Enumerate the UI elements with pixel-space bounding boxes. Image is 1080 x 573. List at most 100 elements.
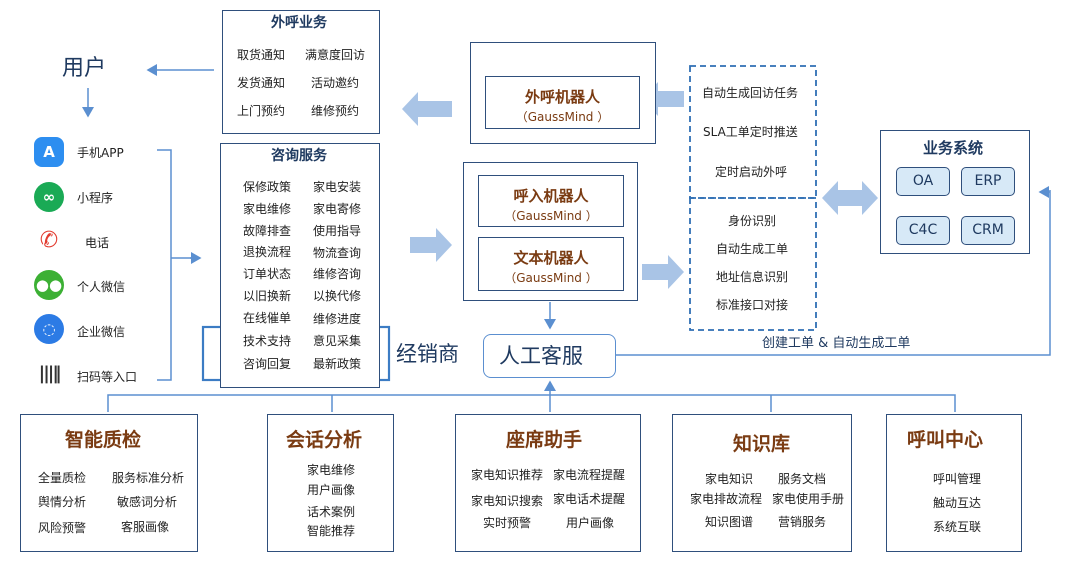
text-robot-name: 文本机器人 [513, 249, 589, 267]
text-robot: 文本机器人 （GaussMind ） [478, 237, 624, 291]
arrow-outbound-robot-to-outbound [402, 92, 452, 126]
business-system-box: 业务系统 OA ERP C4C CRM [880, 130, 1030, 254]
arrow-automation-business-bidirectional [822, 181, 878, 215]
consult-item: 最新政策 [313, 357, 362, 371]
inbound-robot-name: 呼入机器人 [513, 187, 589, 205]
consult-item: 维修进度 [313, 312, 362, 326]
module-item: 系统互联 [933, 520, 982, 534]
module-item: 家电流程提醒 [553, 468, 626, 482]
outbound-item: 活动邀约 [311, 76, 360, 90]
user-label: 用户 [62, 56, 107, 81]
consult-item: 在线催单 [243, 311, 292, 325]
consult-item: 技术支持 [243, 334, 292, 348]
module-item: 呼叫管理 [933, 472, 982, 486]
module-item: 家电使用手册 [772, 492, 845, 506]
outbound-item: 取货通知 [237, 48, 286, 62]
outbound-robot-container: 外呼机器人 （GaussMind ） [470, 42, 656, 144]
module-item: 实时预警 [483, 516, 532, 530]
module-item: 营销服务 [778, 515, 827, 529]
consult-item: 意见采集 [313, 334, 362, 348]
outbound-title: 外呼业务 [271, 15, 327, 31]
business-system-c4c: C4C [896, 216, 950, 245]
consult-item: 家电安装 [313, 180, 362, 194]
module-item: 用户画像 [307, 483, 356, 497]
consult-item: 物流查询 [313, 246, 362, 260]
business-system-oa: OA [896, 167, 950, 196]
module-item: 家电话术提醒 [553, 492, 626, 506]
consult-item: 退换流程 [243, 245, 292, 259]
automation-item: 定时启动外呼 [715, 165, 788, 179]
business-system-title: 业务系统 [923, 139, 984, 157]
module-item: 舆情分析 [38, 495, 87, 509]
mini-program-icon: ∞ [34, 182, 64, 212]
module-title: 知识库 [733, 433, 791, 455]
consult-service-box: 咨询服务 保修政策 家电安装 家电维修 家电寄修 故障排查 使用指导 退换流程 … [220, 143, 380, 388]
module-item: 全量质检 [38, 471, 87, 485]
outbound-item: 上门预约 [237, 104, 286, 118]
arrow-consult-to-robots [410, 228, 452, 262]
outbound-item: 满意度回访 [305, 48, 366, 62]
module-item: 家电知识 [705, 472, 754, 486]
inbound-robot: 呼入机器人 （GaussMind ） [478, 175, 624, 227]
module-title: 智能质检 [65, 429, 142, 451]
outbound-item: 维修预约 [311, 104, 360, 118]
consult-item: 保修政策 [243, 180, 292, 194]
channel-label: 扫码等入口 [77, 370, 138, 384]
inbound-robot-engine: （GaussMind ） [504, 209, 598, 223]
text-robot-engine: （GaussMind ） [504, 271, 598, 285]
channel-label: 企业微信 [77, 325, 126, 339]
wecom-icon: ◌ [34, 314, 64, 344]
channel-list: A 手机APP ∞ 小程序 ✆ 电话 ●● 个人微信 ◌ 企业微信 |||‖ 扫… [30, 135, 170, 395]
channel-label: 小程序 [77, 191, 114, 205]
module-item: 服务文档 [778, 472, 827, 486]
consult-item: 家电维修 [243, 202, 292, 216]
consult-item: 家电寄修 [313, 202, 362, 216]
module-title: 座席助手 [506, 429, 583, 451]
channel-label: 手机APP [77, 146, 124, 160]
module-item: 家电维修 [307, 463, 356, 477]
module-item: 话术案例 [307, 505, 356, 519]
module-item: 服务标准分析 [112, 471, 185, 485]
arrow-robots-to-automation [642, 255, 684, 289]
modules-bus [107, 394, 956, 412]
automation-item: 自动生成工单 [716, 242, 789, 256]
human-service-box: 人工客服 [483, 334, 616, 378]
outbound-business-box: 外呼业务 取货通知 满意度回访 发货通知 活动邀约 上门预约 维修预约 [222, 10, 380, 134]
dealer-label: 经销商 [396, 342, 459, 366]
module-item: 客服画像 [121, 520, 170, 534]
ticket-note: 创建工单 & 自动生成工单 [762, 336, 911, 351]
consult-item: 使用指导 [313, 224, 362, 238]
wechat-icon: ●● [34, 270, 64, 300]
automation-item: 标准接口对接 [716, 298, 789, 312]
outbound-robot-engine: （GaussMind ） [515, 110, 610, 124]
module-call-center: 呼叫中心 呼叫管理 触动互达 系统互联 [886, 414, 1022, 552]
consult-item: 咨询回复 [243, 357, 292, 371]
module-item: 家电知识搜索 [471, 494, 544, 508]
module-item: 用户画像 [566, 516, 615, 530]
module-item: 触动互达 [933, 496, 982, 510]
automation-item: SLA工单定时推送 [703, 125, 798, 139]
business-system-crm: CRM [961, 216, 1015, 245]
inbound-robots-container: 呼入机器人 （GaussMind ） 文本机器人 （GaussMind ） [463, 162, 638, 301]
consult-item: 故障排查 [243, 224, 292, 238]
module-item: 风险预警 [38, 521, 87, 535]
module-item: 智能推荐 [307, 524, 356, 538]
app-store-icon: A [34, 137, 64, 167]
human-service-label: 人工客服 [499, 344, 583, 368]
consult-item: 维修咨询 [313, 267, 362, 281]
channel-label: 电话 [85, 236, 110, 250]
channel-label: 个人微信 [77, 280, 126, 294]
barcode-scan-icon: |||‖ [34, 359, 64, 389]
business-system-erp: ERP [961, 167, 1015, 196]
consult-item: 以换代修 [313, 289, 362, 303]
automation-item: 地址信息识别 [716, 270, 789, 284]
module-quality-inspection: 智能质检 全量质检 服务标准分析 舆情分析 敏感词分析 风险预警 客服画像 [20, 414, 198, 552]
consult-item: 以旧换新 [243, 289, 292, 303]
consult-item: 订单状态 [243, 267, 292, 281]
automation-item: 身份识别 [728, 214, 777, 228]
outbound-robot: 外呼机器人 （GaussMind ） [485, 76, 640, 129]
module-item: 家电知识推荐 [471, 468, 544, 482]
phone-icon: ✆ [34, 226, 64, 256]
module-knowledge-base: 知识库 家电知识 服务文档 家电排故流程 家电使用手册 知识图谱 营销服务 [672, 414, 852, 552]
